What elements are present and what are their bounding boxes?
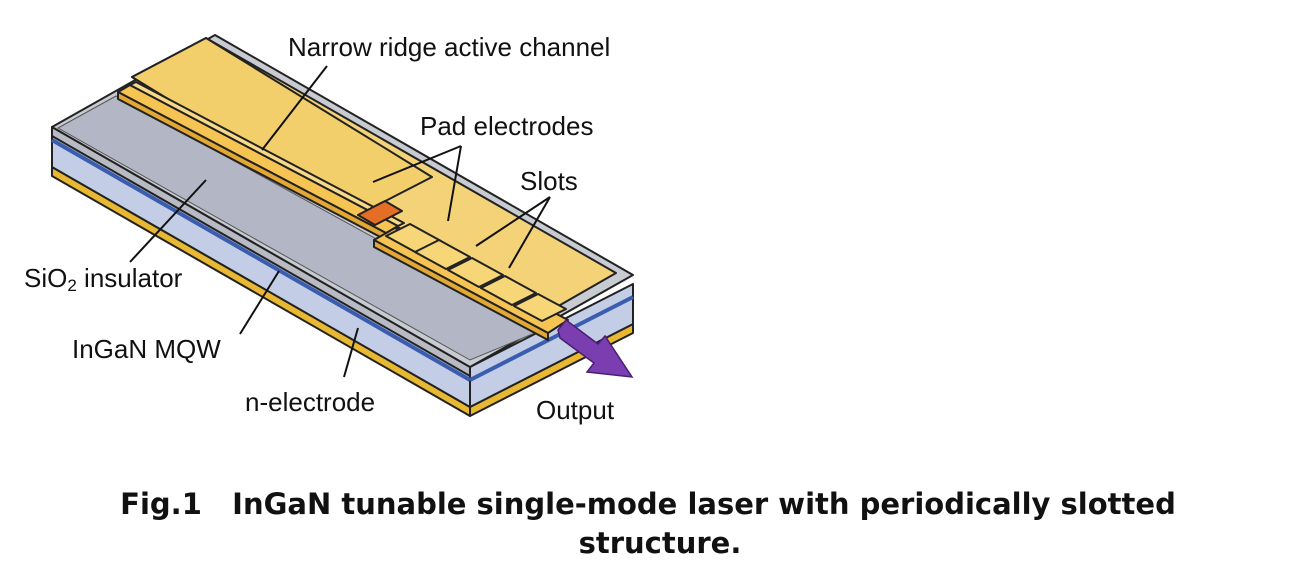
label-slots: Slots <box>520 166 578 196</box>
label-sio2-main: SiO <box>24 263 67 293</box>
figure-caption-line2: structure. <box>579 526 742 560</box>
leader-n-electrode <box>343 327 359 378</box>
figure-caption-line1: Fig.1 InGaN tunable single-mode laser wi… <box>120 487 1176 521</box>
label-narrow-ridge: Narrow ridge active channel <box>288 32 610 62</box>
leader-sio2 <box>129 179 207 263</box>
slot-3 <box>447 257 504 288</box>
slot-5 <box>513 293 567 322</box>
output-arrow <box>557 318 634 378</box>
slot-2 <box>414 239 471 270</box>
leader-slots-1 <box>475 196 551 247</box>
slot-4 <box>480 275 537 306</box>
slotted-ridge <box>373 223 569 341</box>
leader-slots-2 <box>508 196 551 269</box>
ridge-strip-2 <box>129 81 405 227</box>
leader-pad-1 <box>372 145 462 183</box>
leader-mqw <box>239 270 280 335</box>
label-n-electrode: n-electrode <box>245 387 375 417</box>
label-sio2-sub: 2 <box>67 276 76 295</box>
mqw-line-front <box>51 138 471 382</box>
label-ingan-mqw: InGaN MQW <box>72 334 221 364</box>
label-sio2-rest: insulator <box>77 263 183 293</box>
leader-narrow-ridge <box>261 65 328 151</box>
narrow-ridge <box>117 81 405 241</box>
label-output: Output <box>536 395 615 425</box>
mqw-line-right <box>469 295 634 382</box>
leader-pad-2 <box>447 145 462 222</box>
slotted-ridge-side <box>373 239 549 341</box>
substrate-side-right <box>469 283 634 408</box>
gain-section <box>357 200 403 226</box>
label-pad-electrodes: Pad electrodes <box>420 111 593 141</box>
label-sio2-insulator: SiO2 insulator <box>24 263 183 295</box>
